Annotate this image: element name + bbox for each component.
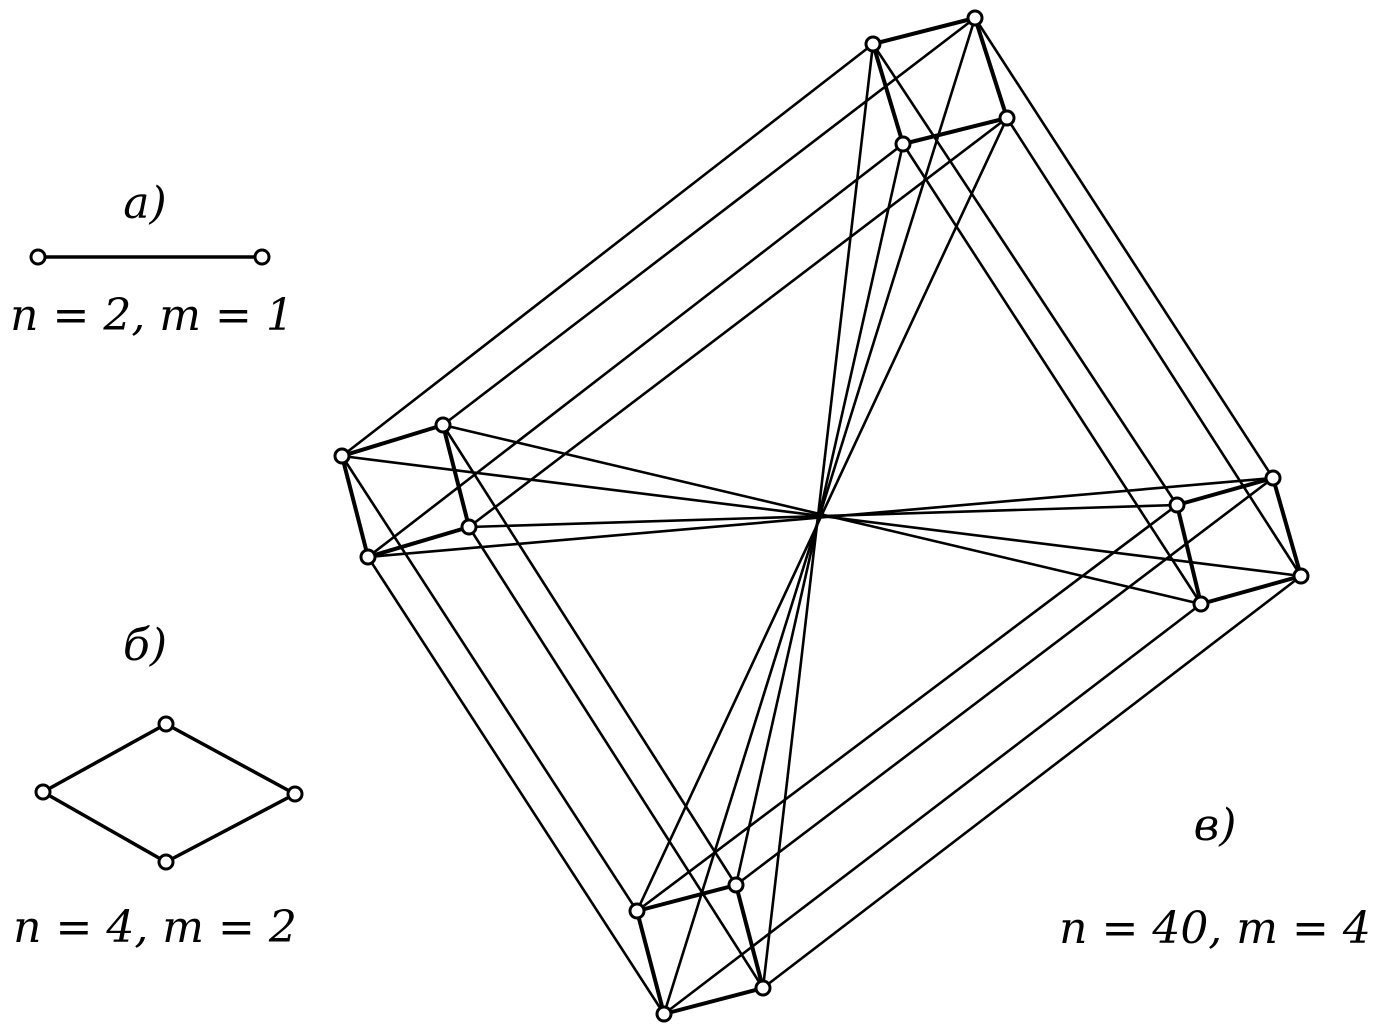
graph-edge	[341, 423, 444, 458]
graph-vertex	[157, 853, 175, 871]
graph-edge	[901, 143, 1203, 605]
graph-vertex	[460, 518, 478, 536]
graph-edge	[902, 116, 1008, 146]
graph-edge	[635, 910, 666, 1015]
graph-edge	[973, 17, 1275, 479]
graph-edge	[341, 42, 874, 458]
graph-vertex	[157, 715, 175, 733]
graph-vertex	[1264, 469, 1282, 487]
graph-edge	[442, 423, 1202, 606]
graph-vertex	[1192, 595, 1210, 613]
graph-vertex	[628, 902, 646, 920]
graph-vertex	[894, 135, 912, 153]
graph-edge	[1200, 574, 1302, 606]
graph-edge	[973, 17, 1009, 119]
graph-vertex	[434, 416, 452, 434]
graph-edge	[165, 722, 296, 796]
graph-edge	[1271, 477, 1303, 577]
graph-vertex	[29, 248, 47, 266]
graph-edge	[340, 455, 370, 558]
graph-vertex	[333, 447, 351, 465]
panel-a-caption: n = 2, m = 1	[10, 290, 294, 341]
graph-vertex	[966, 9, 984, 27]
graph-vertex	[34, 783, 52, 801]
graph-vertex	[1292, 567, 1310, 585]
panel-b-caption: n = 4, m = 2	[13, 902, 297, 953]
panel-c-letter: в)	[1194, 800, 1237, 851]
graph-edge	[441, 424, 738, 886]
graph-edge	[871, 43, 1179, 506]
graph-edge	[165, 792, 296, 864]
graph-edge	[762, 574, 1302, 990]
panel-a-letter: а)	[123, 178, 166, 229]
graph-edge	[441, 424, 471, 528]
graph-vertex	[286, 785, 304, 803]
graph-vertex	[359, 548, 377, 566]
graph-edge	[872, 16, 976, 46]
graph-edge	[1176, 476, 1274, 507]
graph-vertex	[1168, 496, 1186, 514]
graph-edge	[1175, 504, 1203, 605]
graph-edge	[663, 986, 764, 1016]
graph-edge	[468, 503, 1178, 529]
graph-edge	[42, 722, 167, 794]
graph-edge	[1005, 117, 1303, 577]
panel-b-letter: б)	[123, 620, 167, 671]
graph-edge	[367, 476, 1274, 559]
graph-edge	[442, 16, 976, 427]
graph-vertex	[253, 248, 271, 266]
graph-vertex	[655, 1005, 673, 1023]
graph-vertex	[998, 109, 1016, 127]
panel-c-caption: n = 40, m = 4	[1059, 903, 1371, 954]
graph-edge	[366, 556, 666, 1015]
graph-edge	[467, 526, 765, 989]
graph-edge	[636, 503, 1178, 913]
graph-edge	[735, 476, 1274, 887]
graph-edge	[42, 790, 167, 864]
graph-edge	[340, 455, 639, 912]
graph-edge	[367, 525, 470, 559]
graph-vertex	[727, 876, 745, 894]
graph-edge	[636, 883, 737, 913]
graph-vertex	[864, 35, 882, 53]
graph-vertex	[754, 979, 772, 997]
graph-edge	[734, 884, 765, 989]
graph-edge	[871, 43, 905, 145]
graph-edge	[468, 116, 1008, 529]
